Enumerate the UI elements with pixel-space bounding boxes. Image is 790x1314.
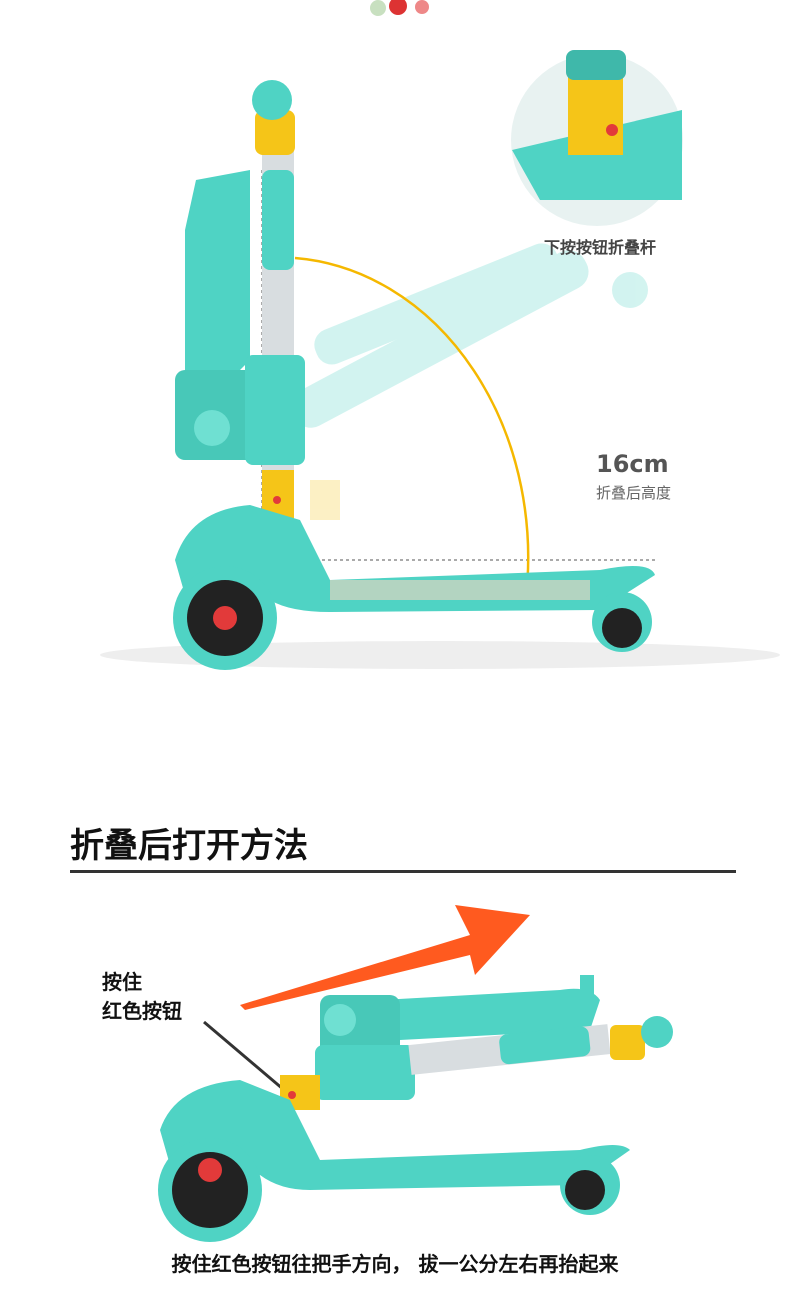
folding-scooter-illustration: [100, 0, 780, 670]
callout-label: 按住 红色按钮: [102, 968, 182, 1026]
fold-arc: [294, 256, 530, 606]
instruction-caption: 按住红色按钮往把手方向， 拔一公分左右再抬起来: [171, 1252, 619, 1276]
section-title: 折叠后打开方法: [70, 826, 308, 866]
folded-scooter: [158, 975, 673, 1242]
callout-line-2: 红色按钮: [102, 999, 182, 1023]
inset-caption: 下按按钮折叠杆: [543, 238, 656, 257]
section-divider: [70, 870, 736, 873]
standing-scooter: [173, 80, 655, 670]
callout-pointer: [203, 1020, 291, 1097]
ghost-folded-scooter: [291, 243, 648, 520]
unfold-arrow-icon: [240, 905, 530, 1010]
callout-line-1: 按住: [102, 970, 142, 994]
folded-height-value: 16cm: [596, 450, 669, 478]
button-detail-inset: [511, 50, 683, 226]
folded-height-label: 折叠后高度: [596, 484, 672, 502]
top-mascot-icon: [370, 0, 429, 16]
